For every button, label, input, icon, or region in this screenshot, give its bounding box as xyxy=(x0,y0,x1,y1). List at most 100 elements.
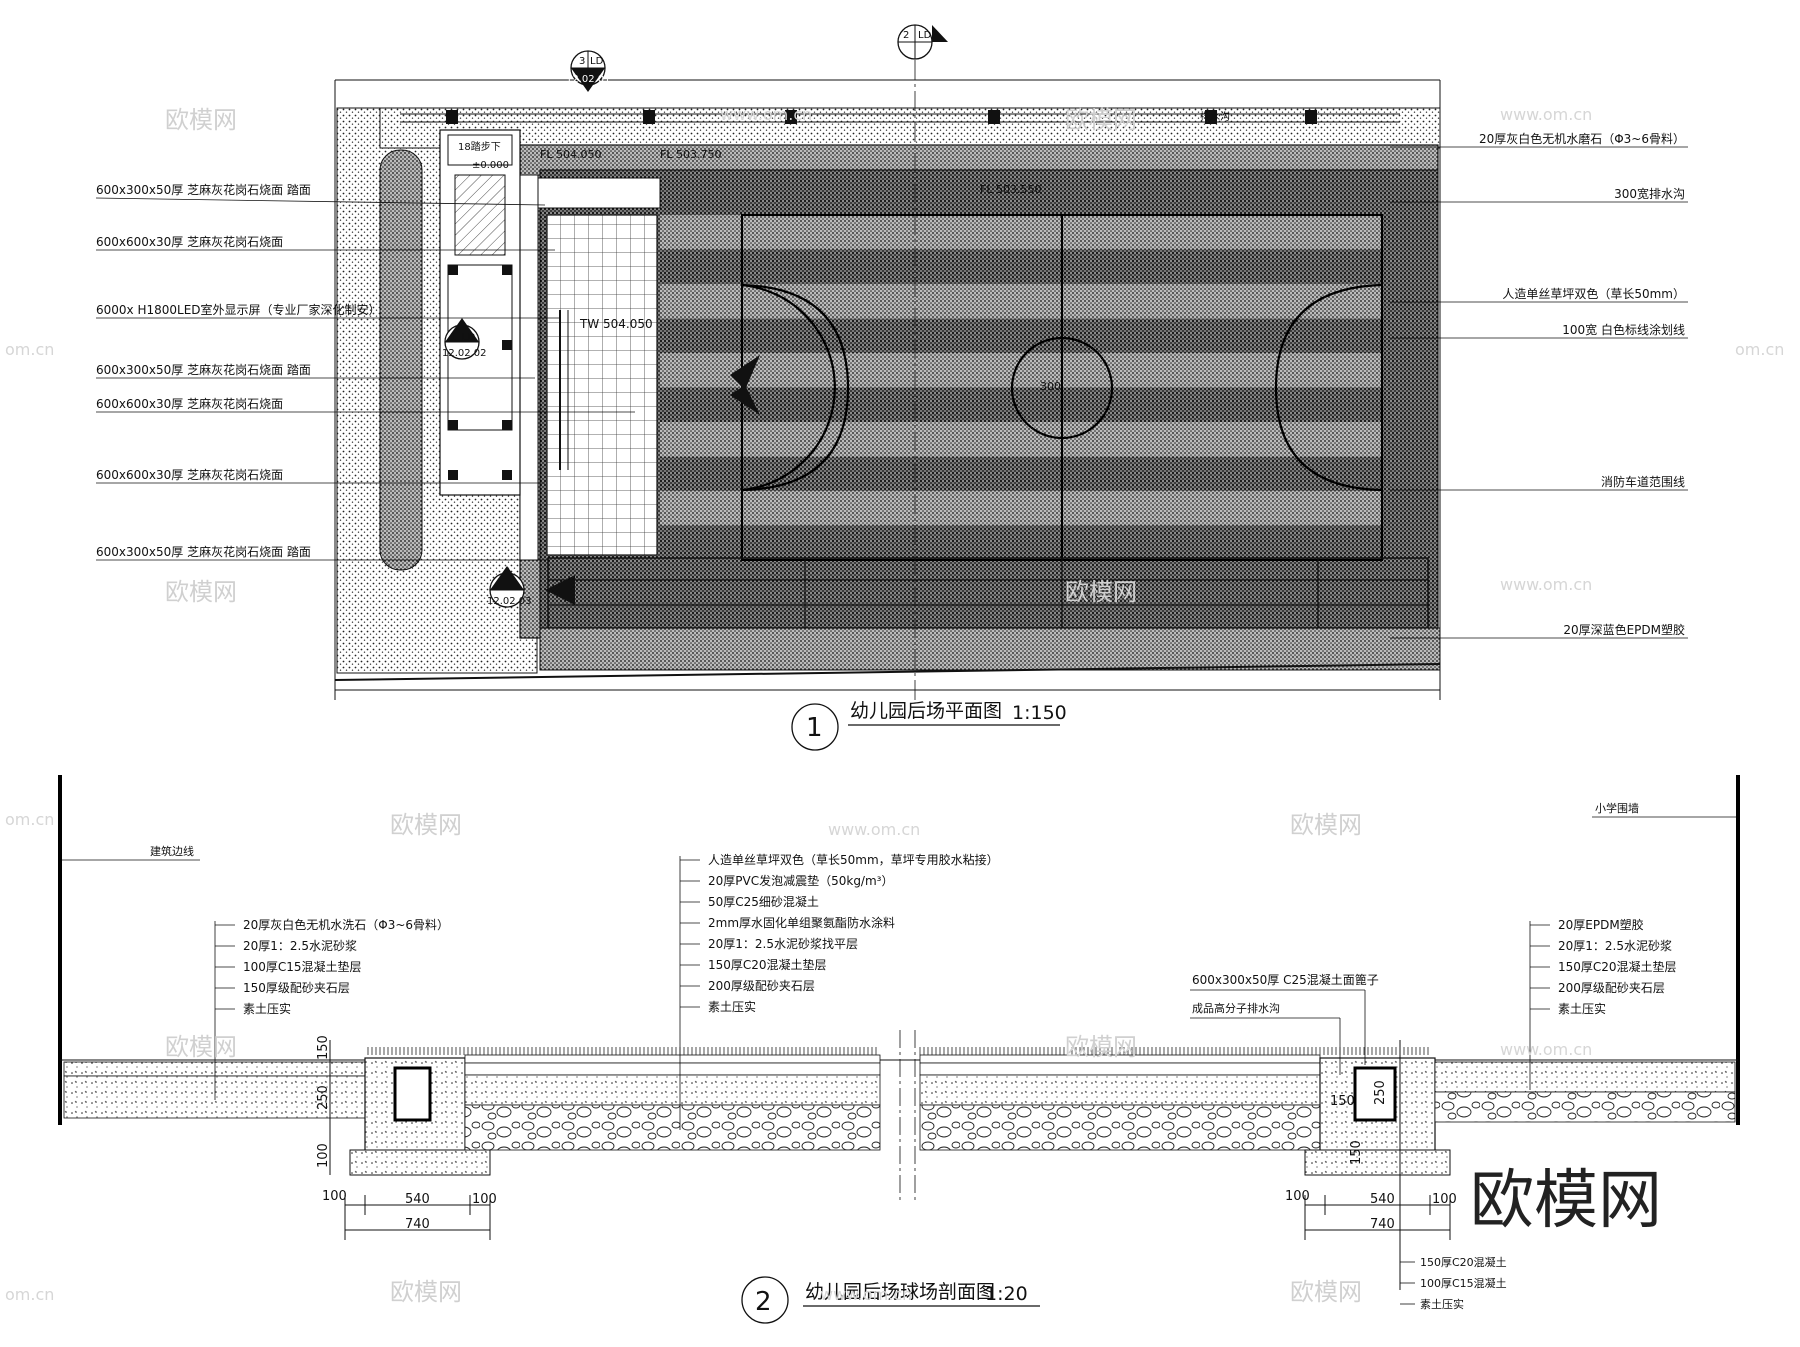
callout-2: 2 LD xyxy=(897,24,948,700)
elev-1: FL 504.050 xyxy=(540,148,601,161)
watermark-url: www.om.cn xyxy=(1500,105,1592,124)
grass-blades xyxy=(367,1047,1429,1055)
section-layer-label: 50厚C25细砂混凝土 xyxy=(708,894,819,909)
dim-right-3: 740 xyxy=(1370,1217,1395,1232)
elev-2: FL 503.750 xyxy=(660,148,721,161)
svg-text:LD: LD xyxy=(590,56,604,67)
section-bottom-label: 素土压实 xyxy=(1420,1297,1464,1311)
watermark-brand: 欧模网 xyxy=(1065,578,1137,606)
vertical-dims: 150 250 100 150 250 150 xyxy=(316,1035,1388,1168)
section-layer-label: 20厚灰白色无机水洗石（Φ3~6骨料） xyxy=(243,917,449,932)
plan-left-label: 600x600x30厚 芝麻灰花岗石烧面 xyxy=(96,396,283,411)
section-layer-label: 素土压实 xyxy=(708,999,756,1014)
watermark-brand: 欧模网 xyxy=(390,811,462,839)
dim-right-2: 100 xyxy=(1432,1192,1457,1207)
dim-right-0: 100 xyxy=(1285,1189,1310,1204)
section-scale: 1:20 xyxy=(985,1283,1028,1305)
big-watermark: 欧模网 xyxy=(1470,1164,1662,1238)
watermark-url-short: om.cn xyxy=(5,1285,54,1304)
svg-text:3: 3 xyxy=(579,56,585,67)
stripe xyxy=(660,318,1382,353)
center-circle xyxy=(1010,336,1114,440)
plan-left-label: 600x600x30厚 芝麻灰花岗石烧面 xyxy=(96,467,283,482)
svg-text:12.02.03: 12.02.03 xyxy=(487,596,532,607)
svg-text:250: 250 xyxy=(316,1085,331,1110)
plan-left-label: 600x300x50厚 芝麻灰花岗石烧面 踏面 xyxy=(96,544,311,559)
plan-scale: 1:150 xyxy=(1012,702,1067,724)
watermark-url: www.om.cn xyxy=(1500,1040,1592,1059)
stair-label: 18踏步下 xyxy=(458,140,501,153)
svg-text:12.02.02: 12.02.02 xyxy=(442,348,487,359)
drain-tag: 排水沟 xyxy=(1200,110,1230,123)
dim-left-2: 100 xyxy=(472,1192,497,1207)
svg-text:1: 1 xyxy=(450,332,456,343)
plan-leaders: 600x300x50厚 芝麻灰花岗石烧面 踏面 600x600x30厚 芝麻灰花岗… xyxy=(95,131,1688,639)
watermark-brand: 欧模网 xyxy=(1290,1278,1362,1306)
plan-left-label: 600x600x30厚 芝麻灰花岗石烧面 xyxy=(96,234,283,249)
svg-text:12.02.01: 12.02.01 xyxy=(566,74,611,85)
section-layer-label: 150厚级配砂夹石层 xyxy=(243,981,350,995)
plan-left-label: 600x300x50厚 芝麻灰花岗石烧面 踏面 xyxy=(96,182,311,197)
callout-1: 1 LD 12.02.02 xyxy=(442,318,487,360)
plan-title-block: 1 幼儿园后场平面图 1:150 xyxy=(791,700,1067,751)
plan-title: 幼儿园后场平面图 xyxy=(850,700,1002,722)
grid-paving xyxy=(546,214,658,556)
watermark-url-short: om.cn xyxy=(5,340,54,359)
stripe xyxy=(660,284,1382,319)
stripe xyxy=(660,491,1382,526)
plan-right-label: 300宽排水沟 xyxy=(1614,186,1685,201)
stripe xyxy=(660,456,1382,491)
plan-right-label: 消防车道范围线 xyxy=(1601,474,1685,489)
section-leaders: 20厚灰白色无机水洗石（Φ3~6骨料） 20厚1：2.5水泥砂浆 100厚C15混凝… xyxy=(214,852,1677,1311)
dim-left-0: 100 xyxy=(322,1189,347,1204)
center-label: 300 xyxy=(1040,380,1061,393)
section-layer-label: 100厚C15混凝土垫层 xyxy=(243,959,362,974)
section-layer-label: 150厚C20混凝土垫层 xyxy=(708,957,827,972)
plan-right-label: 100宽 白色标线涂划线 xyxy=(1562,322,1685,337)
stripe xyxy=(660,525,1382,560)
dim-right-1: 540 xyxy=(1370,1192,1395,1207)
plan-left-label: 6000x H1800LED室外显示屏（专业厂家深化制安） xyxy=(96,302,381,317)
section-title: 幼儿园后场球场剖面图 xyxy=(805,1281,995,1303)
plan-right-label: 20厚灰白色无机水磨石（Φ3~6骨料） xyxy=(1479,131,1685,146)
section-layer-label: 2mm厚水固化单组聚氨酯防水涂料 xyxy=(708,915,895,930)
section-layer-label: 素土压实 xyxy=(243,1001,291,1016)
section-bottom-label: 150厚C20混凝土 xyxy=(1420,1255,1507,1269)
section-layer-label: 20厚PVC发泡减震垫（50kg/m³） xyxy=(708,873,893,888)
building-edge-label: 建筑边线 xyxy=(150,844,194,858)
watermark-brand: 欧模网 xyxy=(1290,811,1362,839)
watermark-brand: 欧模网 xyxy=(165,578,237,606)
svg-text:150: 150 xyxy=(316,1035,331,1060)
dim-left-1: 540 xyxy=(405,1192,430,1207)
dim-left-3: 740 xyxy=(405,1217,430,1232)
elev-3: FL 503.550 xyxy=(980,183,1041,196)
court-stripes xyxy=(660,215,1382,560)
watermark-url: www.om.cn xyxy=(720,105,812,124)
section-layer-label: 200厚级配砂夹石层 xyxy=(708,979,815,993)
svg-text:150: 150 xyxy=(1330,1094,1355,1109)
watermark-brand: 欧模网 xyxy=(1065,1033,1137,1061)
section-layer-label: 200厚级配砂夹石层 xyxy=(1558,981,1665,995)
plan-right-label: 20厚深蓝色EPDM塑胶 xyxy=(1563,622,1685,637)
svg-text:250: 250 xyxy=(1373,1080,1388,1105)
callout-3: 3 LD 12.02.01 xyxy=(566,50,611,92)
callout-4: 12.02.03 xyxy=(487,566,532,608)
section-layer-label: 素土压实 xyxy=(1558,1001,1606,1016)
stripe xyxy=(660,215,1382,250)
watermark-brand: 欧模网 xyxy=(390,1278,462,1306)
section-bottom-label: 100厚C15混凝土 xyxy=(1420,1276,1507,1290)
watermark-url-short: om.cn xyxy=(5,810,54,829)
elev-4: TW 504.050 xyxy=(579,317,653,331)
svg-text:LD: LD xyxy=(462,332,476,343)
section-layer-label: 20厚1：2.5水泥砂浆 xyxy=(243,938,357,953)
stripe xyxy=(660,249,1382,284)
section-title-block: 2 幼儿园后场球场剖面图 1:20 xyxy=(741,1276,1040,1324)
watermark-url: www.om.cn xyxy=(820,1285,912,1304)
section-number: 2 xyxy=(755,1287,772,1317)
drain-channel-label: 成品高分子排水沟 xyxy=(1192,1001,1280,1015)
section-layer-label: 150厚C20混凝土垫层 xyxy=(1558,959,1677,974)
plan-left-label: 600x300x50厚 芝麻灰花岗石烧面 踏面 xyxy=(96,362,311,377)
school-wall-label: 小学围墙 xyxy=(1595,801,1639,815)
